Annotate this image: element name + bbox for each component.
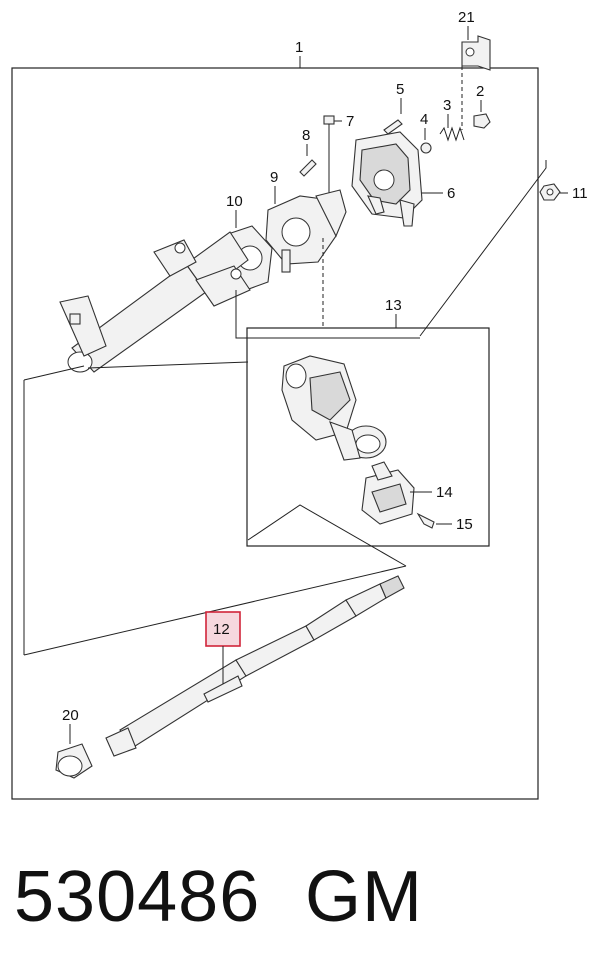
parts-diagram: 1 21 2 3 4 5 7 8 9 10 6 bbox=[11, 9, 588, 800]
callout-4: 4 bbox=[420, 111, 428, 128]
diagram-frame bbox=[11, 67, 539, 800]
callout-14: 14 bbox=[436, 484, 453, 501]
callout-21: 21 bbox=[458, 9, 475, 26]
callout-11: 11 bbox=[572, 185, 588, 202]
callout-20: 20 bbox=[62, 707, 79, 724]
lock-cylinder-assembly-13 bbox=[281, 355, 387, 461]
screw-15 bbox=[416, 512, 435, 529]
callout-12: 12 bbox=[213, 621, 230, 638]
brand-name: GM bbox=[305, 857, 423, 937]
callout-9: 9 bbox=[270, 169, 278, 186]
callout-10: 10 bbox=[226, 193, 243, 210]
spring-3 bbox=[439, 126, 465, 142]
lock-assembly-box-13 bbox=[246, 327, 490, 547]
nut-2 bbox=[473, 113, 491, 129]
bracket-clip-21 bbox=[461, 35, 491, 71]
footer: 530486 GM bbox=[0, 850, 600, 972]
callout-8: 8 bbox=[302, 127, 310, 144]
screw-5 bbox=[383, 119, 403, 135]
washer-4 bbox=[420, 142, 432, 154]
callout-1: 1 bbox=[295, 39, 303, 56]
callout-3: 3 bbox=[443, 97, 451, 114]
callout-13: 13 bbox=[385, 297, 402, 314]
bolt-8 bbox=[299, 159, 317, 177]
nut-11 bbox=[539, 183, 561, 201]
column-bracket-9 bbox=[265, 189, 347, 273]
column-tube bbox=[59, 231, 251, 373]
highlight-box-12 bbox=[205, 611, 241, 647]
steering-shaft-12 bbox=[105, 575, 405, 757]
callout-15: 15 bbox=[456, 516, 473, 533]
callout-7: 7 bbox=[346, 113, 354, 130]
ignition-switch-14 bbox=[361, 461, 415, 525]
callout-2: 2 bbox=[476, 83, 484, 100]
part-number: 530486 bbox=[14, 857, 261, 937]
callout-5: 5 bbox=[396, 81, 404, 98]
bushing-20 bbox=[55, 743, 93, 779]
callout-6: 6 bbox=[447, 185, 455, 202]
lock-housing-6 bbox=[351, 131, 423, 227]
